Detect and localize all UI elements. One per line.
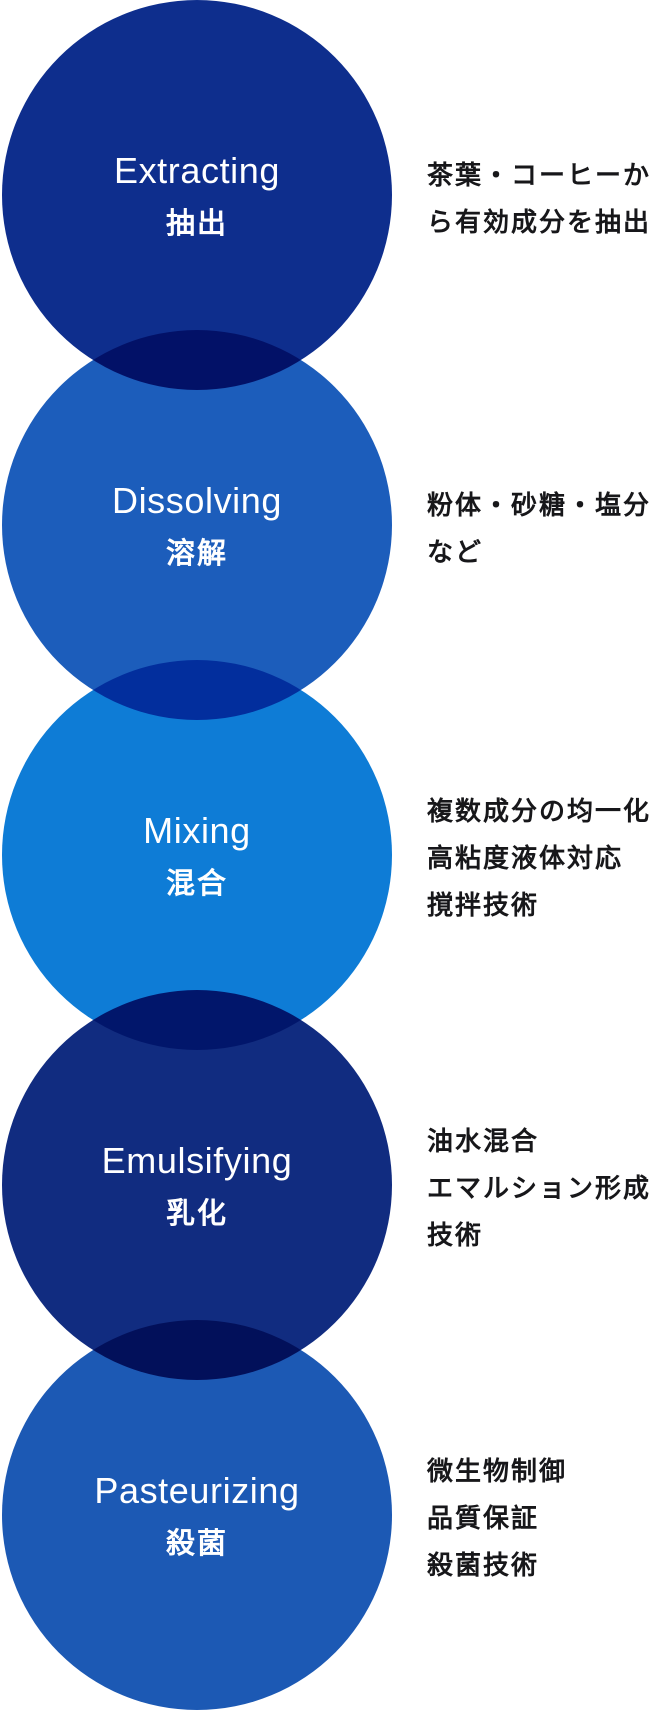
extracting-description: 茶葉・コーヒーから有効成分を抽出 bbox=[427, 152, 667, 246]
pasteurizing-description: 微生物制御品質保証殺菌技術 bbox=[427, 1448, 667, 1589]
description-line: 油水混合 bbox=[427, 1126, 540, 1156]
dissolving-circle bbox=[2, 330, 392, 720]
description-line: 茶葉・コーヒーか bbox=[427, 160, 652, 190]
emulsifying-circle bbox=[2, 990, 392, 1380]
description-line: 複数成分の均一化 bbox=[427, 796, 652, 826]
description-line: エマルション形成 bbox=[427, 1173, 652, 1203]
description-line: など bbox=[427, 537, 484, 567]
extracting-circle bbox=[2, 0, 392, 390]
description-line: ら有効成分を抽出 bbox=[427, 207, 652, 237]
description-line: 微生物制御 bbox=[427, 1456, 568, 1486]
mixing-description: 複数成分の均一化高粘度液体対応撹拌技術 bbox=[427, 788, 667, 929]
description-line: 技術 bbox=[427, 1220, 484, 1250]
emulsifying-description: 油水混合エマルション形成技術 bbox=[427, 1118, 667, 1259]
dissolving-description: 粉体・砂糖・塩分など bbox=[427, 482, 667, 576]
description-line: 品質保証 bbox=[427, 1503, 540, 1533]
description-line: 撹拌技術 bbox=[427, 890, 540, 920]
mixing-circle bbox=[2, 660, 392, 1050]
description-line: 高粘度液体対応 bbox=[427, 843, 624, 873]
description-line: 粉体・砂糖・塩分 bbox=[427, 490, 652, 520]
pasteurizing-circle bbox=[2, 1320, 392, 1710]
description-line: 殺菌技術 bbox=[427, 1550, 540, 1580]
